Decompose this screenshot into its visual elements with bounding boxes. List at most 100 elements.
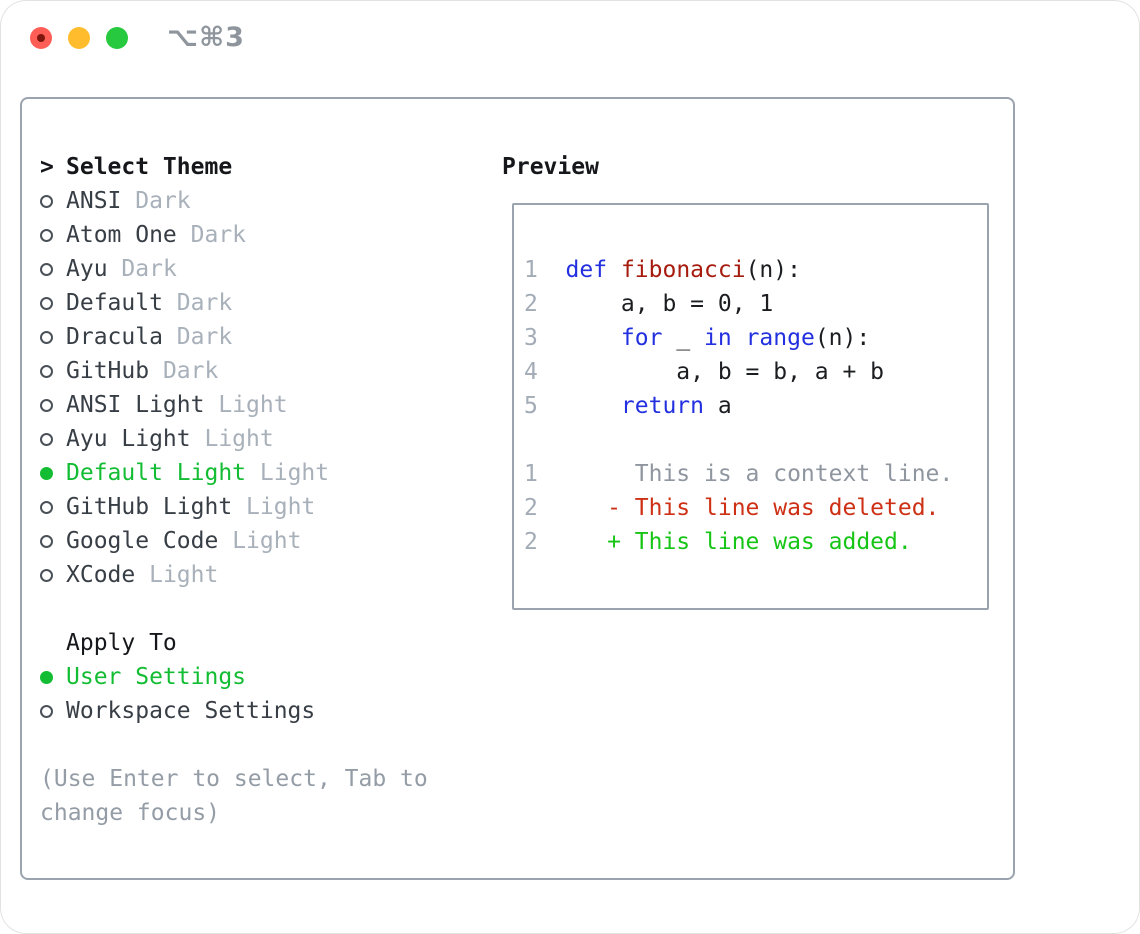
select-theme-title: Select Theme (66, 154, 233, 180)
radio-unselected-icon (40, 296, 66, 310)
theme-variant: Dark (176, 290, 233, 316)
theme-variant: Light (232, 528, 302, 554)
close-button[interactable] (30, 27, 52, 49)
traffic-lights (30, 27, 128, 49)
line-number: 2 (524, 495, 538, 521)
theme-name: Default (66, 290, 163, 316)
code-token: (n): (745, 257, 801, 283)
theme-variant: Dark (162, 358, 219, 384)
radio-unselected-icon (40, 262, 66, 276)
line-number: 1 (524, 461, 538, 487)
theme-option[interactable]: XCode Light (40, 558, 480, 592)
theme-option[interactable]: Default Dark (40, 286, 480, 320)
code-token: a (704, 393, 732, 419)
radio-unselected-icon (40, 568, 66, 582)
radio-unselected-icon (40, 194, 66, 208)
radio-unselected-icon (40, 228, 66, 242)
theme-option[interactable]: Dracula Dark (40, 320, 480, 354)
theme-name: ANSI Light (66, 392, 205, 418)
theme-option[interactable]: Ayu Light Light (40, 422, 480, 456)
theme-option[interactable]: Ayu Dark (40, 252, 480, 286)
code-token (732, 321, 746, 355)
theme-variant: Dark (190, 222, 247, 248)
line-number: 4 (524, 359, 538, 385)
theme-name: GitHub Light (66, 494, 233, 520)
radio-selected-icon (40, 466, 66, 480)
code-token: _ (662, 325, 705, 351)
record-dot-icon (37, 34, 45, 42)
hint-text: (Use Enter to select, Tab to change focu… (40, 766, 428, 826)
apply-option[interactable]: User Settings (40, 660, 480, 694)
diff-text: - This line was deleted. (565, 495, 940, 521)
minimize-button[interactable] (68, 27, 90, 49)
theme-name: GitHub (66, 358, 150, 384)
theme-variant: Light (204, 426, 274, 452)
code-token: return (620, 393, 705, 419)
radio-unselected-icon (40, 330, 66, 344)
theme-option[interactable]: Default Light Light (40, 456, 480, 490)
apply-to-title: Apply To (66, 630, 177, 656)
line-number: 2 (524, 291, 538, 317)
radio-unselected-icon (40, 704, 66, 718)
theme-name: Default Light (66, 460, 247, 486)
radio-selected-icon (40, 670, 66, 684)
radio-unselected-icon (40, 398, 66, 412)
code-line: 3 for _ in range(n): (524, 321, 987, 355)
theme-name: Dracula (66, 324, 163, 350)
theme-name: ANSI (66, 188, 122, 214)
theme-variant: Dark (176, 324, 233, 350)
code-token: for (620, 325, 663, 351)
code-line: 5 return a (524, 389, 987, 423)
code-token: a, b = b, a + b (565, 359, 885, 385)
window-shortcut-label: ⌥⌘3 (167, 22, 245, 53)
code-token (566, 321, 621, 355)
theme-variant: Light (149, 562, 219, 588)
theme-name: XCode (66, 562, 136, 588)
code-line: 2 a, b = 0, 1 (524, 287, 987, 321)
code-token (566, 389, 621, 423)
select-theme-header: > Select Theme (40, 150, 480, 184)
code-token: fibonacci (620, 257, 746, 283)
diff-text: + This line was added. (565, 529, 912, 555)
theme-variant: Light (246, 494, 316, 520)
blank-line (524, 423, 987, 457)
apply-option-label: Workspace Settings (66, 698, 316, 724)
apply-to-header: Apply To (40, 626, 480, 660)
apply-option[interactable]: Workspace Settings (40, 694, 480, 728)
diff-line-deleted: 2 - This line was deleted. (524, 491, 987, 525)
theme-variant: Dark (135, 188, 191, 214)
spacer (40, 728, 480, 762)
theme-option[interactable]: ANSI Dark (40, 184, 480, 218)
line-number: 5 (524, 393, 538, 419)
spacer (40, 592, 480, 626)
theme-option[interactable]: GitHub Light Light (40, 490, 480, 524)
radio-unselected-icon (40, 364, 66, 378)
theme-option[interactable]: Google Code Light (40, 524, 480, 558)
theme-option[interactable]: Atom One Dark (40, 218, 480, 252)
line-number: 3 (524, 325, 538, 351)
code-token (607, 253, 621, 287)
code-token: (n): (814, 325, 871, 351)
diff-line-added: 2 + This line was added. (524, 525, 987, 559)
apply-option-label: User Settings (66, 664, 247, 690)
theme-option[interactable]: GitHub Dark (40, 354, 480, 388)
theme-option[interactable]: ANSI Light Light (40, 388, 480, 422)
radio-unselected-icon (40, 432, 66, 446)
theme-name: Ayu Light (66, 426, 191, 452)
window-titlebar: ⌥⌘3 (0, 0, 1140, 76)
diff-line-context: 1 This is a context line. (524, 457, 987, 491)
theme-variant: Dark (121, 256, 177, 282)
theme-variant: Light (218, 392, 288, 418)
line-number: 2 (524, 529, 538, 555)
line-number: 1 (524, 257, 538, 283)
theme-name: Atom One (66, 222, 177, 248)
code-line: 4 a, b = b, a + b (524, 355, 987, 389)
diff-lines: 1 This is a context line.2 - This line w… (524, 457, 987, 559)
zoom-button[interactable] (106, 27, 128, 49)
